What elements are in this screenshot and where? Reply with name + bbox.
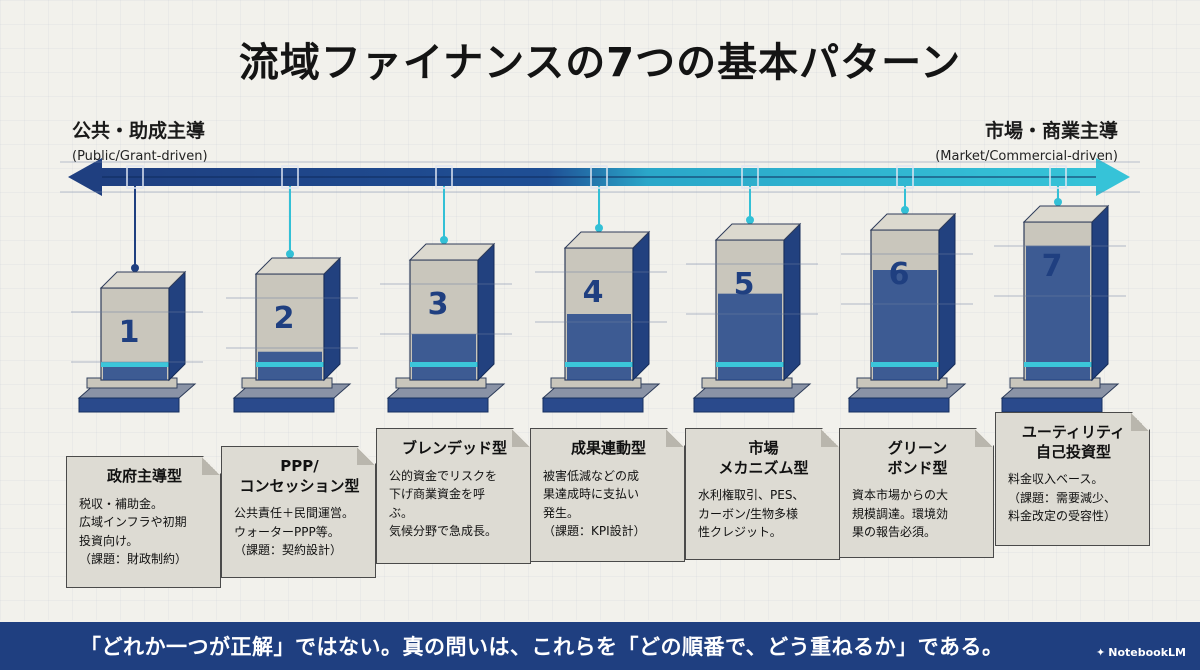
pillar-number: 1 <box>119 315 140 350</box>
pillar-4 <box>535 165 667 413</box>
axis-bracket <box>741 165 759 189</box>
pole-right-en: (Market/Commercial-driven) <box>935 149 1118 164</box>
pillar-number: 7 <box>1042 249 1063 284</box>
pattern-card-6: グリーン ボンド型資本市場からの大 規模調達。環境効 果の報告必須。 <box>839 428 994 558</box>
connector-dot <box>440 236 448 244</box>
pattern-card-title: PPP/ コンセッション型 <box>239 457 360 495</box>
pole-label-market: 市場・商業主導 (Market/Commercial-driven) <box>935 116 1118 164</box>
pillar-number: 6 <box>889 257 910 292</box>
pattern-card-title: ユーティリティ 自己投資型 <box>1021 423 1126 461</box>
pattern-card-title: ブレンデッド型 <box>401 439 507 457</box>
pattern-card-4: 成果連動型被害低減などの成 果達成時に支払い 発生。 （課題：KPI設計） <box>530 428 685 562</box>
arrow-right-icon <box>1096 158 1130 196</box>
pattern-card-title: 政府主導型 <box>106 467 182 485</box>
pillar-number: 4 <box>583 275 604 310</box>
pattern-card-3: ブレンデッド型公的資金でリスクを 下げ商業資金を呼 ぶ。 気候分野で急成長。 <box>376 428 531 564</box>
axis-bracket <box>281 165 299 189</box>
axis-bracket <box>126 165 144 189</box>
pattern-card-body: 資本市場からの大 規模調達。環境効 果の報告必須。 <box>852 488 949 540</box>
pattern-card-body: 水利権取引、PES、 カーボン/生物多様 性クレジット。 <box>698 488 805 540</box>
pattern-card-body: 被害低減などの成 果達成時に支払い 発生。 （課題：KPI設計） <box>543 468 646 539</box>
pattern-card-body: 公共責任＋民間運営。 ウォーターPPP等。 （課題：契約設計） <box>234 506 355 558</box>
pattern-card-body: 料金収入ベース。 （課題：需要減少、 料金改定の受容性） <box>1008 472 1117 524</box>
axis-bracket <box>1049 165 1067 189</box>
connector-dot <box>595 224 603 232</box>
connector-dot <box>746 216 754 224</box>
spectrum-axis <box>60 158 1140 196</box>
pillar-number: 2 <box>274 301 295 336</box>
pattern-card-7: ユーティリティ 自己投資型料金収入ベース。 （課題：需要減少、 料金改定の受容性… <box>995 412 1150 546</box>
connector-dot <box>286 250 294 258</box>
arrow-left-icon <box>68 158 102 196</box>
pillar-5 <box>686 165 818 413</box>
pillar-group <box>71 165 1126 413</box>
pillar-number: 3 <box>428 287 449 322</box>
notebook-icon: ✦ <box>1096 646 1106 659</box>
pillar-2 <box>226 165 358 413</box>
pole-right-jp: 市場・商業主導 <box>984 120 1118 142</box>
pillar-1 <box>71 165 203 413</box>
pole-label-public: 公共・助成主導 (Public/Grant-driven) <box>72 116 208 164</box>
page-title: 流域ファイナンスの7つの基本パターン <box>238 40 962 86</box>
pattern-card-1: 政府主導型税収・補助金。 広域インフラや初期 投資向け。 （課題：財政制約） <box>66 456 221 588</box>
pattern-card-5: 市場 メカニズム型水利権取引、PES、 カーボン/生物多様 性クレジット。 <box>685 428 840 560</box>
connector-dot <box>901 206 909 214</box>
pillar-3 <box>380 165 512 413</box>
pole-left-en: (Public/Grant-driven) <box>72 149 208 164</box>
brand-logo: ✦NotebookLM <box>1096 646 1186 659</box>
brand-name: NotebookLM <box>1108 646 1186 659</box>
pattern-card-title: グリーン ボンド型 <box>887 439 948 477</box>
pillar-6 <box>841 165 973 413</box>
pillar-number: 5 <box>734 267 755 302</box>
spectrum-diagram: 1 2 3 4 5 6 7 <box>60 158 1140 413</box>
pattern-card-body: 公的資金でリスクを 下げ商業資金を呼 ぶ。 気候分野で急成長。 <box>389 468 498 539</box>
axis-bracket <box>896 165 914 189</box>
footer-message: 「どれか一つが正解」ではない。真の問いは、これらを「どの順番で、どう重ねるか」で… <box>80 635 1004 659</box>
pattern-card-2: PPP/ コンセッション型公共責任＋民間運営。 ウォーターPPP等。 （課題：契… <box>221 446 376 578</box>
axis-bracket <box>435 165 453 189</box>
pillar-7 <box>994 165 1126 413</box>
pillar-number-group: 1 2 3 4 5 6 7 <box>119 249 1063 350</box>
pattern-card-title: 市場 メカニズム型 <box>718 439 809 477</box>
footer-banner: 「どれか一つが正解」ではない。真の問いは、これらを「どの順番で、どう重ねるか」で… <box>0 622 1200 670</box>
connector-dot <box>1054 198 1062 206</box>
connector-dot <box>131 264 139 272</box>
axis-bracket <box>590 165 608 189</box>
pattern-card-title: 成果連動型 <box>570 439 646 457</box>
pole-left-jp: 公共・助成主導 <box>72 120 206 142</box>
pattern-card-body: 税収・補助金。 広域インフラや初期 投資向け。 （課題：財政制約） <box>79 496 188 567</box>
